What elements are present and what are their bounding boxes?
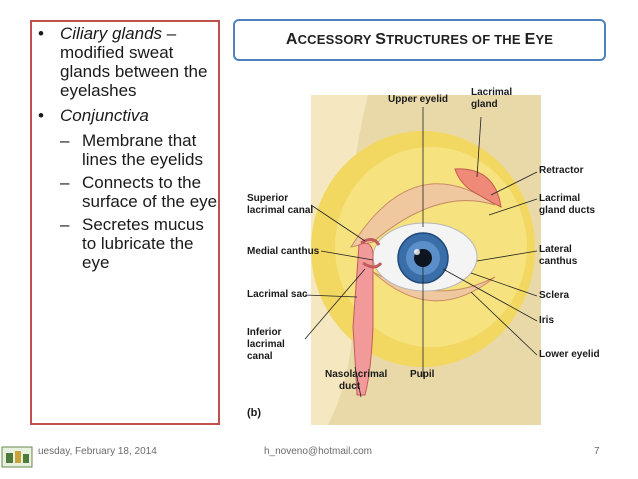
eye-highlight [414, 249, 420, 255]
sub-bullet-connects: – Connects to the surface of the eye [38, 173, 218, 211]
label-lower-eyelid: Lower eyelid [539, 349, 600, 360]
label-iris: Iris [539, 315, 555, 326]
footer-email: h_noveno@hotmail.com [264, 446, 372, 457]
inferior-canal [362, 261, 383, 269]
label-nasolacrimal-duct-2: duct [339, 381, 361, 392]
label-lacrimal-gland-ducts-2: gland ducts [539, 205, 596, 216]
label-sclera: Sclera [539, 290, 570, 301]
ciliary-text: – modified sweat glands between the eyel… [60, 24, 208, 100]
bullet-panel-border [30, 20, 220, 425]
label-inferior-canal-3: canal [247, 351, 273, 362]
title-cap: S [375, 31, 387, 48]
label-lateral-canthus: Lateral [539, 244, 572, 255]
label-lacrimal-sac: Lacrimal sac [247, 289, 308, 300]
label-retractor: Retractor [539, 165, 584, 176]
conjunctiva-term: Conjunctiva [60, 106, 149, 125]
bullet-dot: • [38, 24, 44, 43]
sub-bullet-membrane: – Membrane that lines the eyelids [38, 131, 218, 169]
label-superior-canal-2: lacrimal canal [247, 205, 314, 216]
leader-lines [304, 107, 538, 398]
sub-bullet-secretes: – Secretes mucus to lubricate the eye [38, 215, 218, 272]
label-pupil: Pupil [410, 369, 435, 380]
ciliary-term: Ciliary glands [60, 24, 163, 43]
bullet-ciliary-glands: • Ciliary glands – modified sweat glands… [38, 24, 218, 100]
bullet-list: • Ciliary glands – modified sweat glands… [38, 24, 218, 276]
label-lacrimal-gland: Lacrimal [471, 87, 513, 98]
lacrimal-gland [454, 168, 502, 208]
title-smallcaps: CCESSORY [297, 32, 376, 47]
sub-bullet-text: Connects to the surface of the eye [82, 173, 218, 211]
superior-canal [360, 238, 381, 246]
title-cap: E [524, 31, 536, 48]
footer-page-number: 7 [594, 446, 600, 457]
dash: – [60, 173, 70, 192]
label-superior-canal: Superior [247, 193, 289, 204]
eye-illustration [304, 95, 541, 425]
panel-label: (b) [247, 407, 262, 419]
label-medial-canthus: Medial canthus [247, 246, 320, 257]
footer-date: uesday, February 18, 2014 [38, 446, 157, 457]
title-smallcaps: TRUCTURES OF THE [386, 32, 525, 47]
label-nasolacrimal-duct: Nasolacrimal [325, 369, 388, 380]
label-upper-eyelid: Upper eyelid [388, 94, 449, 105]
title-cap: A [285, 31, 298, 48]
nasolacrimal-duct [352, 242, 374, 396]
sub-bullet-text: Secretes mucus to lubricate the eye [82, 215, 204, 272]
label-lacrimal-gland-2: gland [471, 99, 498, 110]
slide-title: ACCESSORY STRUCTURES OF THE EYE [286, 31, 553, 49]
label-lateral-canthus-2: canthus [539, 256, 578, 267]
dash: – [60, 131, 70, 150]
label-inferior-canal: Inferior [247, 327, 282, 338]
eye-anatomy-figure: Upper eyelid Lacrimal gland Retractor La… [233, 77, 638, 432]
label-inferior-canal-2: lacrimal [247, 339, 285, 350]
sub-bullet-text: Membrane that lines the eyelids [82, 131, 203, 169]
title-smallcaps: YE [535, 32, 554, 47]
school-logo-icon [1, 446, 33, 468]
bullet-conjunctiva: • Conjunctiva [38, 106, 218, 125]
dash: – [60, 215, 70, 234]
slide-title-box: ACCESSORY STRUCTURES OF THE EYE [233, 19, 606, 61]
bullet-dot: • [38, 106, 44, 125]
label-lacrimal-gland-ducts: Lacrimal [539, 193, 581, 204]
upper-eyelid [349, 183, 496, 248]
